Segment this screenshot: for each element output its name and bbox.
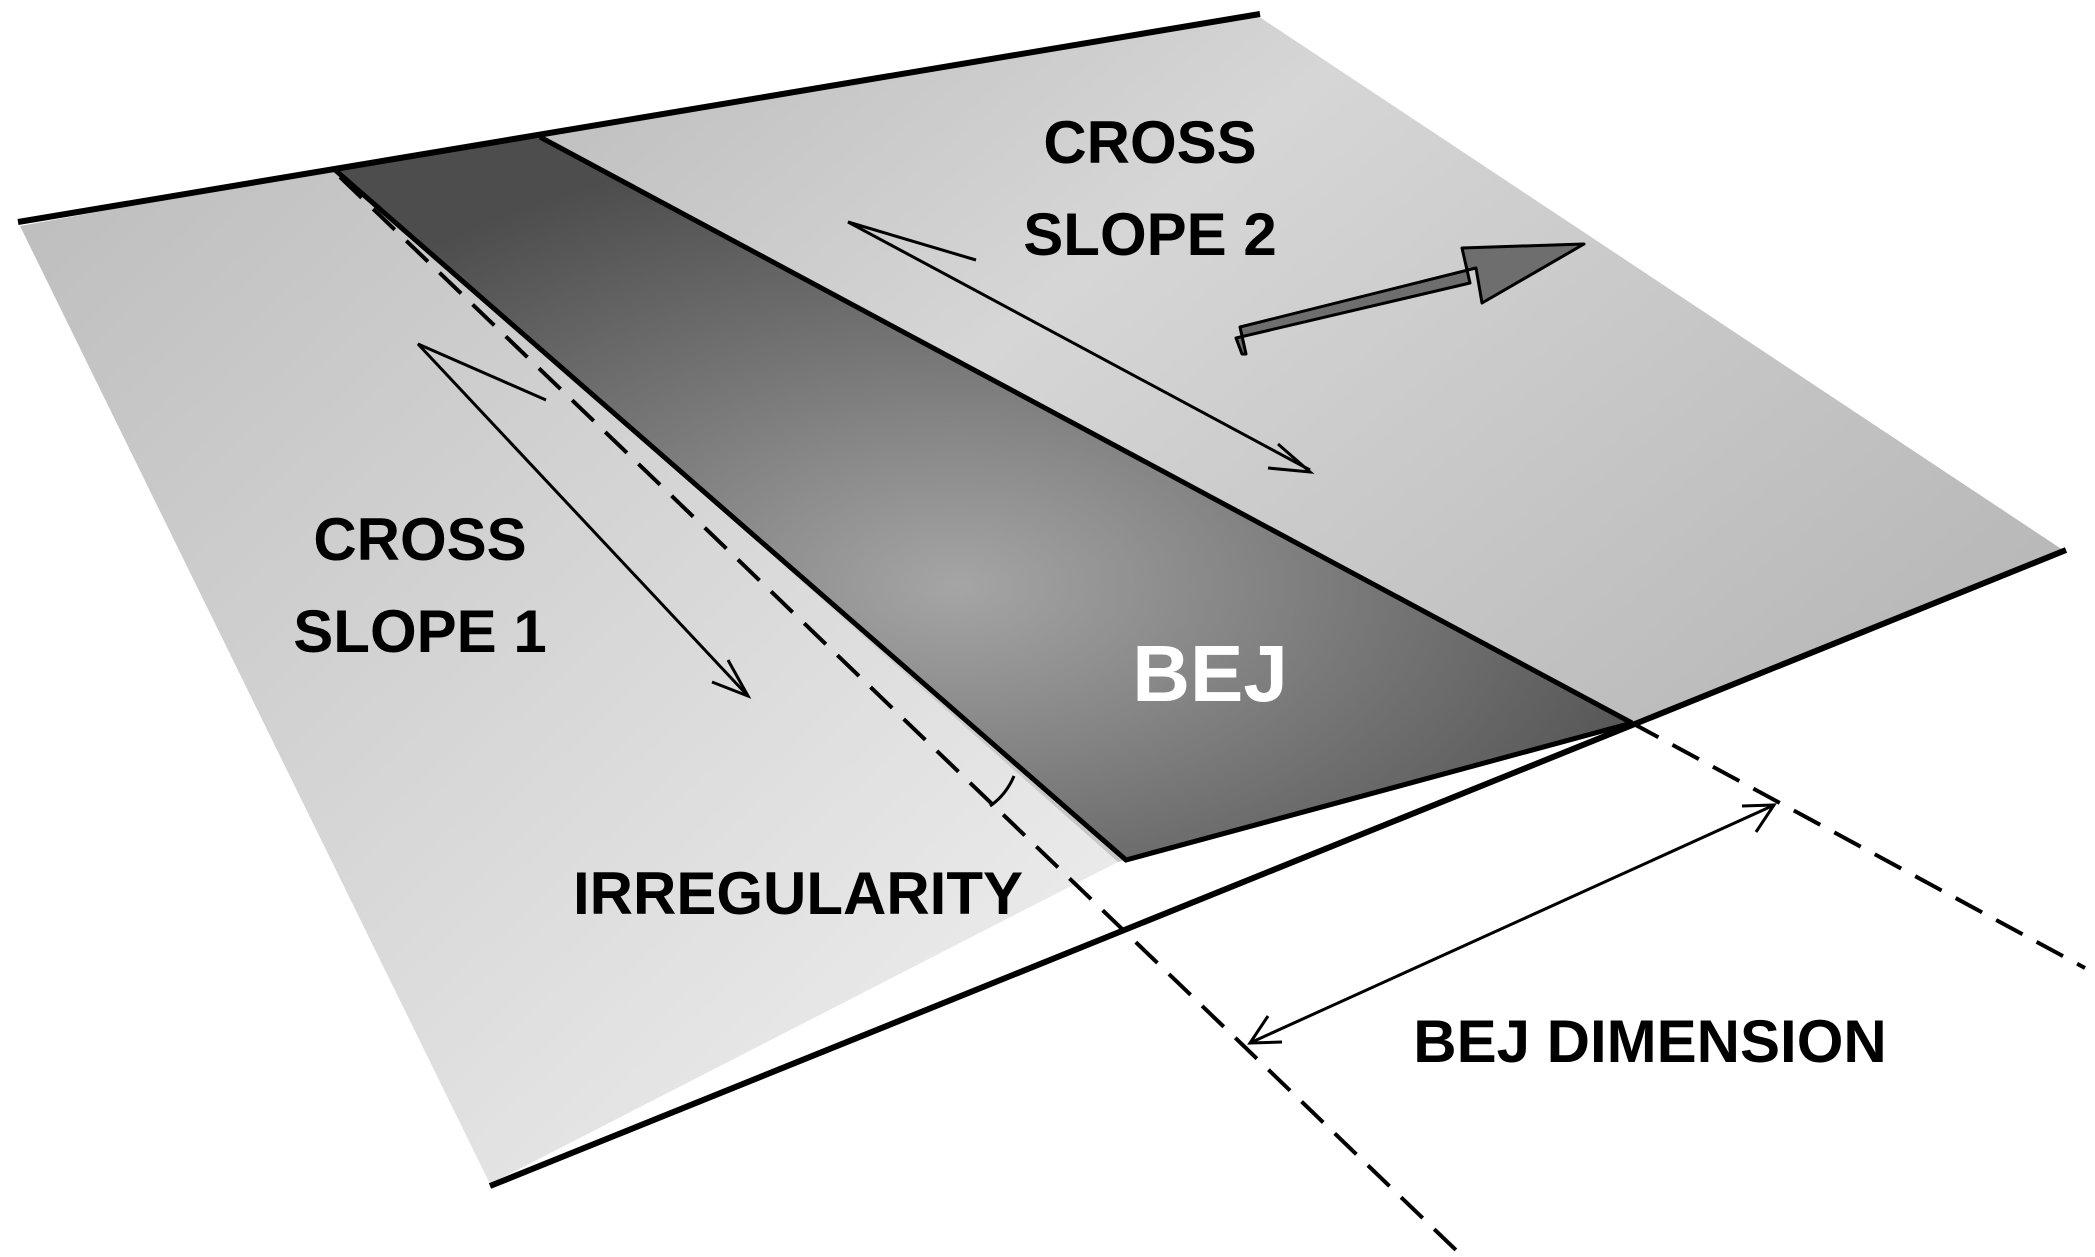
irregularity-arc: [989, 775, 1016, 808]
bej-outline-right: [538, 134, 1634, 726]
cross-slope-2-half-arrow: [847, 220, 1311, 472]
direction-arrow: [1234, 242, 1586, 356]
cross-slope-2-label-line1: CROSS: [1043, 109, 1256, 176]
top-edge: [17, 11, 1261, 225]
irregularity-label: IRREGULARITY: [573, 860, 1023, 927]
left-slab: [20, 169, 1118, 1184]
bej-dimension-arrowhead-right: [1741, 803, 1777, 833]
right-slab: [334, 16, 2066, 862]
cross-slope-1-label-line2: SLOPE 1: [293, 598, 546, 665]
bej-label: BEJ: [1132, 629, 1288, 718]
bej-outline: [332, 167, 1633, 863]
bej-joint: [334, 137, 1632, 862]
cross-slope-1-half-arrow: [416, 342, 750, 698]
cross-slope-1-arrowhead: [711, 659, 752, 699]
cross-slope-2-label-line2: SLOPE 2: [1023, 201, 1276, 268]
cross-slope-1-label-line1: CROSS: [313, 506, 526, 573]
bej-dimension-arrowhead-left: [1247, 1015, 1283, 1045]
bej-dimension-arrow-line: [1251, 804, 1773, 1044]
dashed-reference-line-2: [1631, 721, 2086, 970]
cross-slope-2-arrowhead: [1267, 442, 1315, 474]
dashed-reference-line-1: [338, 175, 1460, 1254]
bej-dimension-label: BEJ DIMENSION: [1413, 1008, 1886, 1075]
bottom-edge: [488, 547, 2068, 1189]
